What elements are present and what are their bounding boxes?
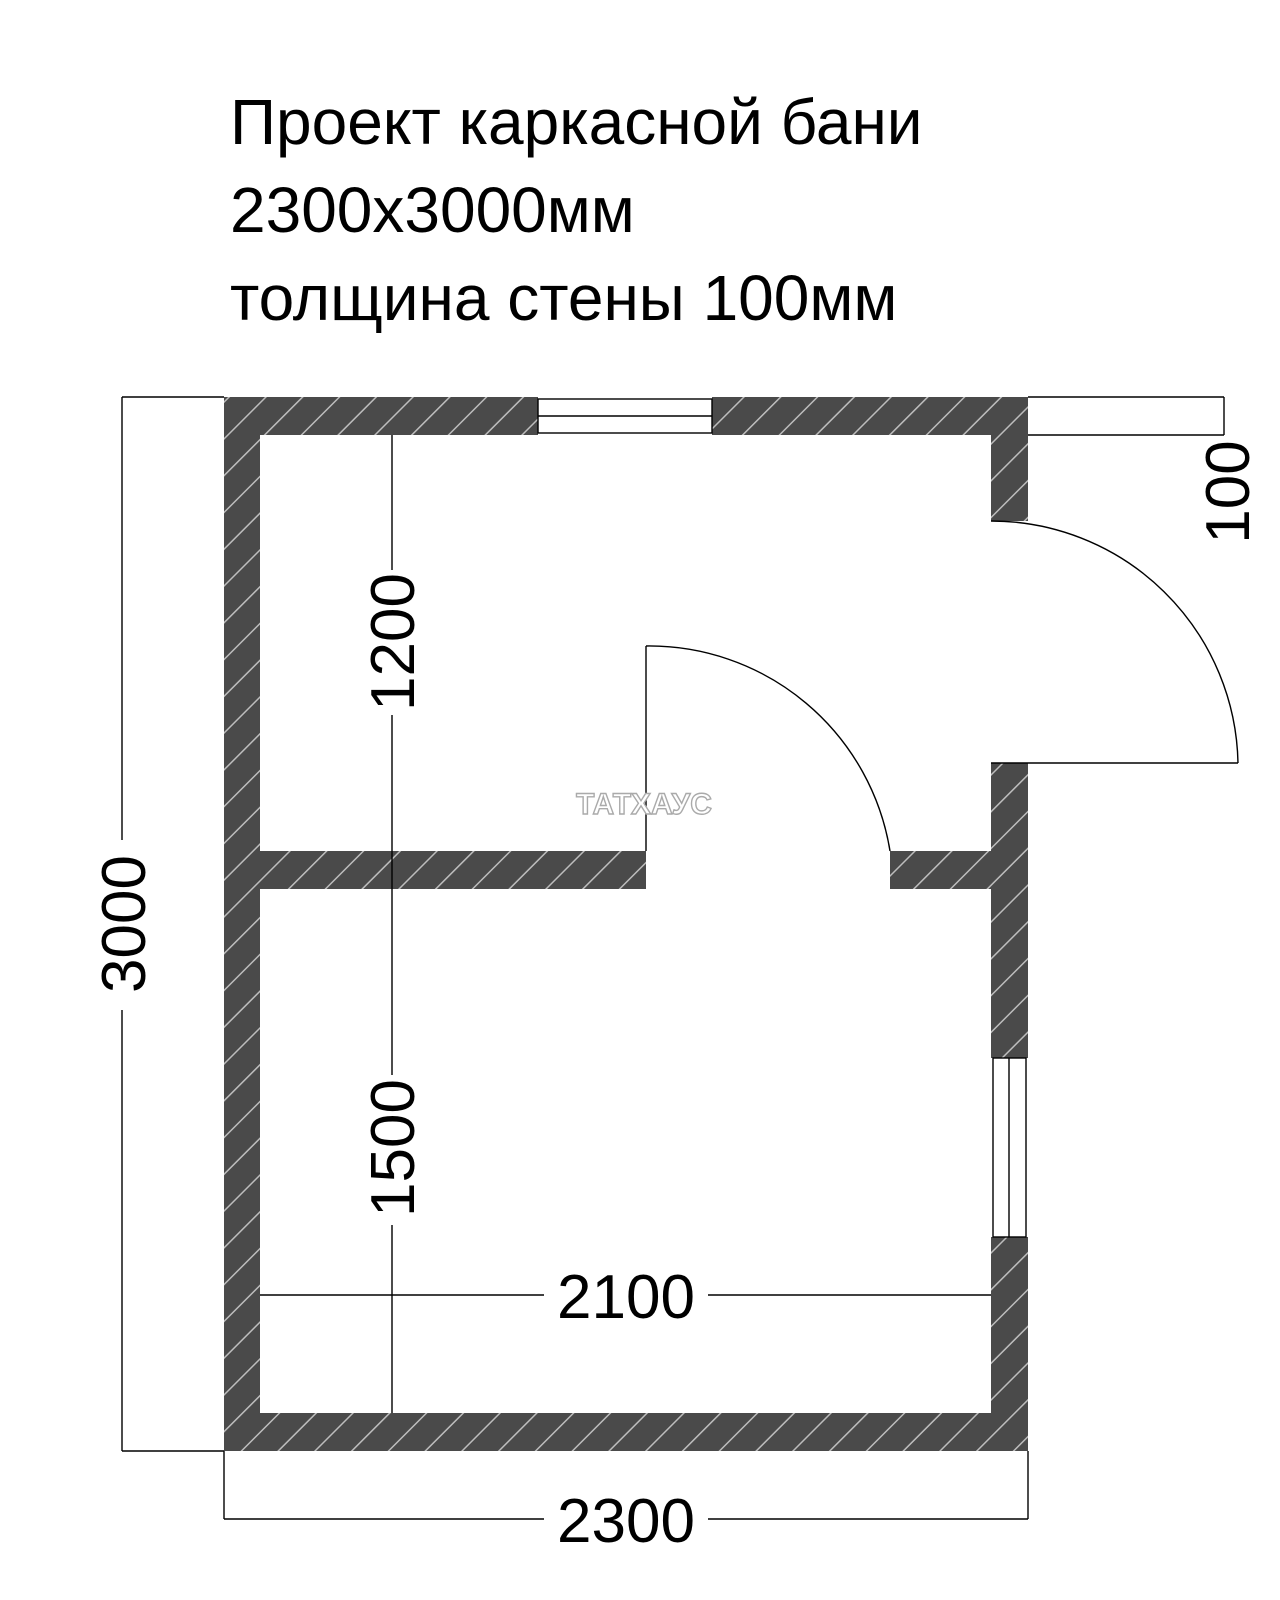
- top-wall-left: [224, 397, 538, 435]
- right-wall-upper: [991, 397, 1028, 521]
- top-wall-right: [712, 397, 1028, 435]
- interior-door: [645, 645, 891, 852]
- top-window: [537, 398, 713, 434]
- title-block: Проект каркасной бани 2300х3000мм толщин…: [230, 78, 923, 342]
- dim-label-wall-thickness: 100: [1194, 440, 1263, 543]
- partition-wall-right: [890, 851, 1028, 889]
- dimension-lines: [121, 396, 1225, 1520]
- right-wall-lower: [991, 1237, 1028, 1451]
- dim-label-overall-width: 2300: [557, 1487, 695, 1556]
- dim-label-interior-width: 2100: [557, 1263, 695, 1332]
- dim-label-top-room: 1200: [359, 573, 428, 711]
- walls: [224, 397, 1028, 1451]
- entrance-door: [990, 520, 1239, 764]
- left-wall: [224, 397, 260, 1451]
- dim-label-bottom-room: 1500: [359, 1079, 428, 1217]
- title-line-project: Проект каркасной бани: [230, 86, 923, 158]
- right-wall-middle: [991, 763, 1028, 1058]
- watermark-logo: ТАТХАУС: [576, 788, 712, 821]
- title-line-wall-thickness: толщина стены 100мм: [230, 262, 898, 334]
- bottom-wall: [224, 1413, 1028, 1451]
- title-line-size: 2300х3000мм: [230, 174, 635, 246]
- dim-label-overall-height: 3000: [90, 855, 159, 993]
- partition-wall-left: [224, 851, 646, 889]
- right-window: [992, 1057, 1027, 1238]
